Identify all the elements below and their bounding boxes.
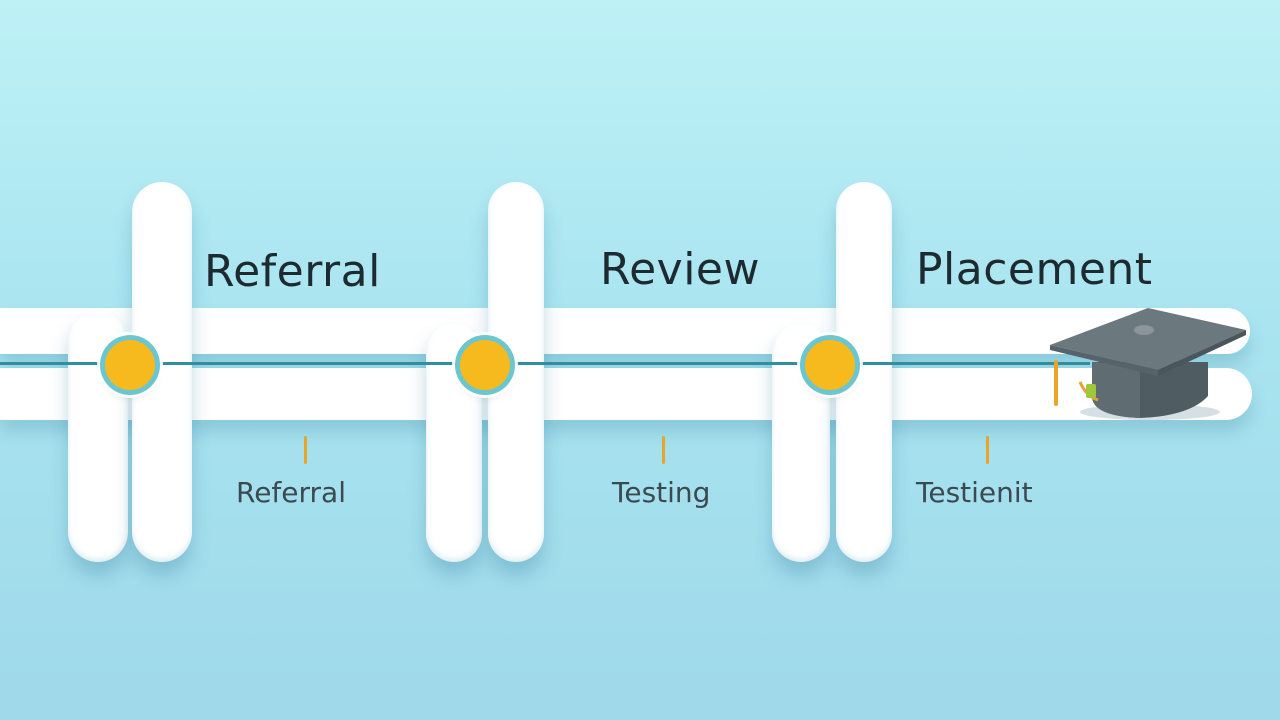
placement-node [805,340,855,390]
stage-subtitle-placement: Testienit [916,476,1033,509]
lower-band [0,368,1252,420]
review-node [460,340,510,390]
review-tick [662,436,665,464]
placement-tick [986,436,989,464]
referral-node [105,340,155,390]
timeline-track [0,362,1090,365]
cap-tick [1054,360,1058,406]
referral-tick [304,436,307,464]
upper-band [0,308,1250,354]
stage-title-placement: Placement [916,244,1153,295]
stage-title-review: Review [600,244,760,295]
stage-subtitle-review: Testing [612,476,711,509]
stage-subtitle-referral: Referral [236,476,346,509]
graduation-cap-icon [1040,300,1260,430]
stage-title-referral: Referral [204,246,381,297]
